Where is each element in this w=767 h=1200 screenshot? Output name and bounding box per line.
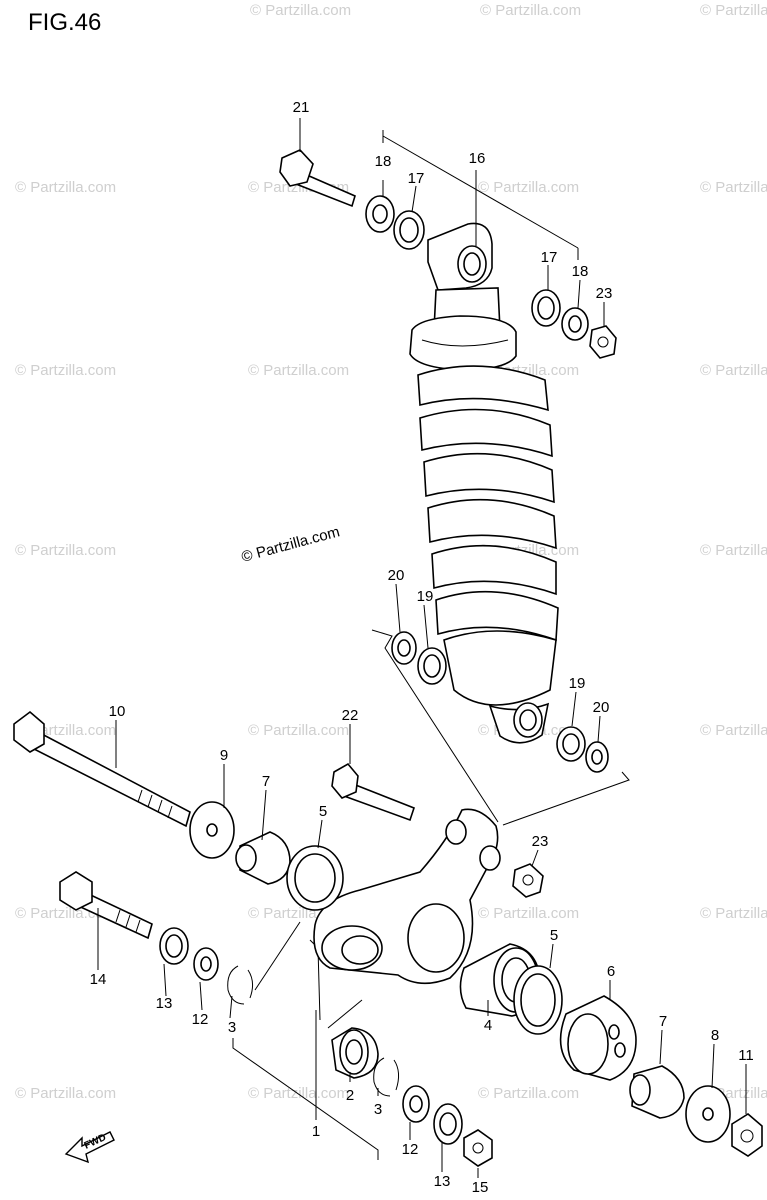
watermark: © Partzilla.com xyxy=(700,542,767,559)
shock-lower-bolt[interactable] xyxy=(331,762,415,822)
callout-9[interactable]: 9 xyxy=(220,747,228,764)
callout-7[interactable]: 7 xyxy=(659,1013,667,1030)
callout-7[interactable]: 7 xyxy=(262,773,270,790)
watermark: © Partzilla.com xyxy=(15,179,116,196)
callout-4[interactable]: 4 xyxy=(484,1017,492,1034)
lever-washer-right[interactable] xyxy=(685,1085,731,1143)
watermark: © Partzilla.com xyxy=(700,179,767,196)
link-washer-left[interactable] xyxy=(193,947,219,981)
watermark: © Partzilla.com xyxy=(248,722,349,739)
snap-ring-bottom[interactable] xyxy=(373,1057,400,1097)
upper-collar-left[interactable] xyxy=(365,195,395,233)
upper-mount-bolt[interactable] xyxy=(279,149,356,208)
callout-16[interactable]: 16 xyxy=(469,150,486,167)
link-bushing-left[interactable] xyxy=(159,927,189,965)
callout-20[interactable]: 20 xyxy=(388,567,405,584)
callout-17[interactable]: 17 xyxy=(541,249,558,266)
rear-shock-absorber[interactable] xyxy=(409,222,559,744)
watermark: © Partzilla.com xyxy=(700,362,767,379)
callout-labels: 21 18 17 16 17 18 23 20 19 19 20 10 22 9… xyxy=(90,99,754,1196)
center-watermark: © Partzilla.com xyxy=(240,523,342,566)
watermark: © Partzilla.com xyxy=(15,1085,116,1102)
link-bearing-bottom[interactable] xyxy=(331,1027,379,1079)
watermark: © Partzilla.com xyxy=(700,2,767,19)
lower-dust-seal-right[interactable] xyxy=(556,726,586,762)
callout-11[interactable]: 11 xyxy=(738,1047,754,1064)
callout-6[interactable]: 6 xyxy=(607,963,615,980)
callout-20[interactable]: 20 xyxy=(593,699,610,716)
upper-dust-seal-right[interactable] xyxy=(531,289,561,327)
bracket-line xyxy=(382,135,579,249)
watermark: © Partzilla.com xyxy=(250,2,351,19)
callout-3[interactable]: 3 xyxy=(228,1019,236,1036)
callout-19[interactable]: 19 xyxy=(417,588,434,605)
watermark: © Partzilla.com xyxy=(480,2,581,19)
callout-17[interactable]: 17 xyxy=(408,170,425,187)
watermark: © Partzilla.com xyxy=(248,362,349,379)
cushion-lever[interactable] xyxy=(313,808,501,985)
lower-dust-seal-left[interactable] xyxy=(417,647,447,685)
leader-lines xyxy=(97,118,747,1178)
callout-14[interactable]: 14 xyxy=(90,971,107,988)
lower-collar-left[interactable] xyxy=(391,631,417,665)
link-bushing-bottom[interactable] xyxy=(433,1103,463,1145)
lever-collar-sleeve[interactable] xyxy=(559,995,637,1081)
lever-washer[interactable] xyxy=(189,801,235,859)
callout-12[interactable]: 12 xyxy=(402,1141,419,1158)
callout-18[interactable]: 18 xyxy=(375,153,392,170)
callout-21[interactable]: 21 xyxy=(293,99,310,116)
bracket-line xyxy=(371,629,499,823)
link-bolt[interactable] xyxy=(59,871,153,940)
callout-13[interactable]: 13 xyxy=(156,995,173,1012)
callout-5[interactable]: 5 xyxy=(550,927,558,944)
callout-5[interactable]: 5 xyxy=(319,803,327,820)
callout-10[interactable]: 10 xyxy=(109,703,126,720)
callout-2[interactable]: 2 xyxy=(346,1087,354,1104)
lever-oil-seal[interactable] xyxy=(286,845,344,911)
callout-8[interactable]: 8 xyxy=(711,1027,719,1044)
bracket-line xyxy=(232,1038,379,1160)
watermark: © Partzilla.com xyxy=(700,722,767,739)
lower-collar-right[interactable] xyxy=(585,741,609,773)
callout-3[interactable]: 3 xyxy=(374,1101,382,1118)
bracket-line xyxy=(327,999,363,1029)
upper-dust-seal-left[interactable] xyxy=(393,210,425,250)
lever-bolt-long[interactable] xyxy=(13,710,191,828)
watermark: © Partzilla.com xyxy=(478,905,579,922)
watermark: © Partzilla.com xyxy=(15,362,116,379)
shock-lower-nut[interactable] xyxy=(512,863,544,898)
figure-title: FIG.46 xyxy=(28,9,101,36)
upper-collar-right[interactable] xyxy=(561,307,589,341)
watermark: © Partzilla.com xyxy=(478,1085,579,1102)
upper-nut[interactable] xyxy=(589,325,617,359)
callout-15[interactable]: 15 xyxy=(472,1179,489,1196)
lever-spacer-right[interactable] xyxy=(629,1065,685,1119)
watermark: © Partzilla.com xyxy=(700,905,767,922)
callout-13[interactable]: 13 xyxy=(434,1173,451,1190)
link-washer-bottom[interactable] xyxy=(402,1085,430,1123)
callout-19[interactable]: 19 xyxy=(569,675,586,692)
lever-spacer[interactable] xyxy=(235,831,291,885)
forward-arrow-icon: FWD xyxy=(64,1131,115,1164)
callout-12[interactable]: 12 xyxy=(192,1011,209,1028)
link-nut-bottom[interactable] xyxy=(463,1129,493,1167)
lever-oil-seal-right[interactable] xyxy=(513,965,563,1035)
bracket-line xyxy=(502,771,630,826)
callout-23[interactable]: 23 xyxy=(532,833,549,850)
callout-22[interactable]: 22 xyxy=(342,707,359,724)
lever-nut-right[interactable] xyxy=(731,1113,763,1157)
watermark: © Partzilla.com xyxy=(15,542,116,559)
callout-23[interactable]: 23 xyxy=(596,285,613,302)
watermark: © Partzilla.com xyxy=(478,179,579,196)
callout-1[interactable]: 1 xyxy=(312,1123,320,1140)
snap-ring-left[interactable] xyxy=(227,965,254,1005)
callout-18[interactable]: 18 xyxy=(572,263,589,280)
bracket-line xyxy=(254,921,301,991)
